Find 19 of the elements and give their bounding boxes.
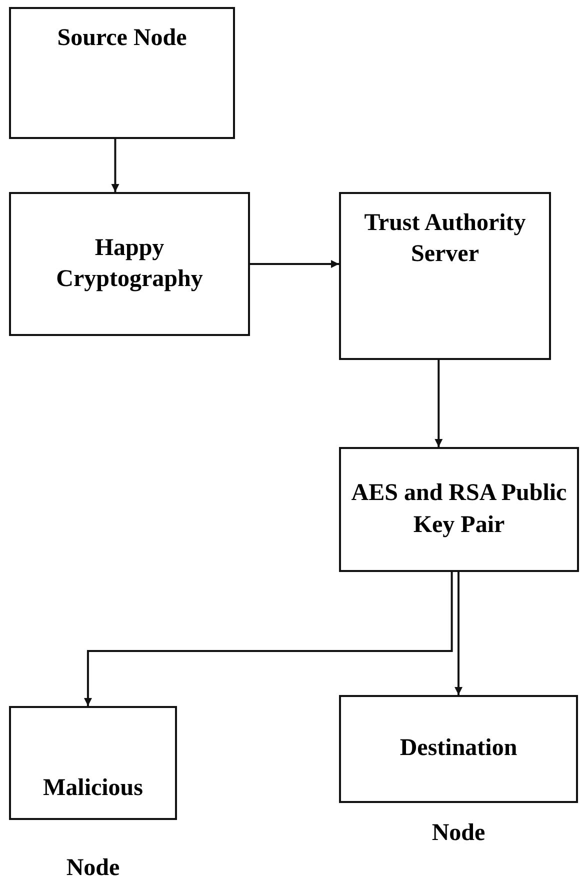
node-label: Destination xyxy=(400,734,518,764)
arrow xyxy=(250,260,339,268)
process-box xyxy=(339,192,551,360)
process-box xyxy=(9,706,177,820)
node-label: Source Node xyxy=(57,24,187,53)
arrow xyxy=(434,360,443,447)
node-caption: Node xyxy=(430,820,486,847)
process-box xyxy=(339,447,579,572)
process-box xyxy=(9,192,250,336)
node-label: AES and RSA Public Key Pair xyxy=(350,479,568,540)
node-label: Happy Cryptography xyxy=(55,234,204,294)
node-label: Trust Authority Server xyxy=(363,209,527,270)
process-box xyxy=(339,695,578,803)
arrow xyxy=(454,572,463,695)
arrow xyxy=(111,139,120,192)
node-caption: Node xyxy=(65,855,121,882)
node-label: Malicious xyxy=(43,774,143,803)
process-box xyxy=(9,7,235,139)
arrow xyxy=(84,572,453,706)
